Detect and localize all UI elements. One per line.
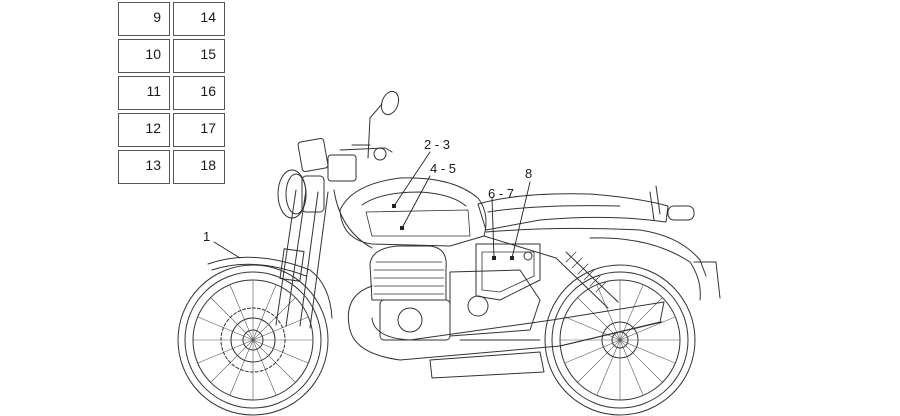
grid-label: 15 [200,46,216,62]
grid-cell-16: 16 [173,76,225,110]
callout-2-3: 2 - 3 [424,137,451,152]
callout-markers [392,204,514,260]
grid-cell-18: 18 [173,150,225,184]
fuel-tank [339,177,487,247]
front-fender [207,256,333,319]
grid-cell-13: 13 [118,150,170,184]
rear-wheel [544,264,696,416]
grid-label: 16 [200,83,216,99]
grid-label: 18 [200,157,216,173]
front-wheel [177,264,329,416]
grid-cell-17: 17 [173,113,225,147]
leader-lines [213,151,531,259]
callout-6-7: 6 - 7 [488,186,515,201]
grid-label: 11 [146,83,161,99]
grid-cell-10: 10 [118,39,170,73]
grid-label: 9 [153,9,161,25]
grid-label: 17 [200,120,216,136]
grid-label: 10 [145,46,161,62]
grid-label: 14 [200,9,216,25]
mirror [367,90,400,159]
rear-fender [589,237,701,301]
instrument-cluster [297,137,393,182]
grid-label: 13 [145,157,161,173]
side-panel [475,243,541,301]
exhaust [347,285,665,379]
callout-8: 8 [525,166,533,181]
headlight [277,169,325,219]
frame-rail [483,235,557,259]
callout-1: 1 [203,229,211,244]
tail-section [485,185,721,299]
seat [477,193,669,231]
grid-cell-9: 9 [118,2,170,36]
callout-4-5: 4 - 5 [430,161,457,176]
grid-cell-12: 12 [118,113,170,147]
frame-front [333,189,373,249]
grid-label: 12 [145,120,161,136]
engine [369,245,541,341]
grid-cell-11: 11 [118,76,170,110]
rear-shock [555,251,619,309]
grid-cell-15: 15 [173,39,225,73]
grid-cell-14: 14 [173,2,225,36]
